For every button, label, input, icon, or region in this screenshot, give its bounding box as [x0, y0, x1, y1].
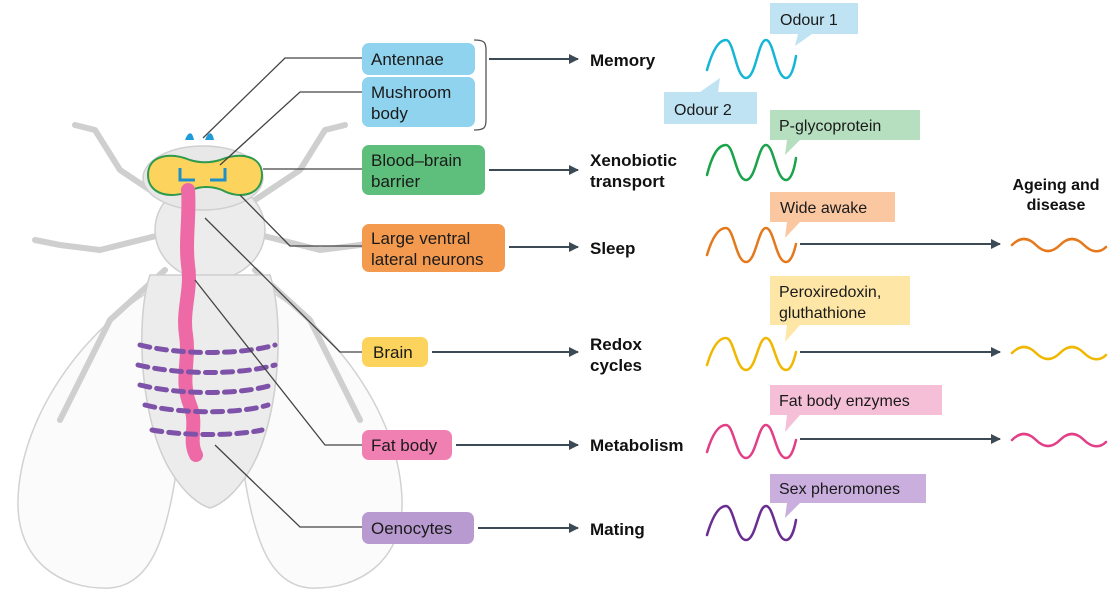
ageing-arrows — [800, 239, 1001, 444]
odour-1-text: Odour 1 — [780, 12, 838, 29]
function-mating: Mating — [590, 520, 645, 539]
tissue-antennae: Antennae — [362, 43, 475, 75]
metabolism-aged-wave — [1010, 432, 1108, 448]
callout-wide-awake: Wide awake — [770, 192, 895, 238]
tissue-large-ventral-lateral-neurons: Large ventral lateral neurons — [362, 224, 505, 272]
callout-sex-pheromones: Sex pheromones — [770, 474, 926, 518]
callout-odour-1: Odour 1 — [770, 3, 858, 46]
rhythm-waves — [705, 38, 1108, 542]
tissue-fat-body: Fat body — [362, 430, 452, 460]
fat-body-box — [362, 430, 452, 460]
redox-aged-wave — [1010, 345, 1108, 361]
fat-body-label: Fat body — [371, 436, 438, 455]
left-wing — [17, 283, 176, 589]
metabolism-wave — [705, 423, 798, 460]
peroxiredoxin-text-line1: Peroxiredoxin, — [779, 284, 881, 301]
tissue-brain: Brain — [362, 337, 428, 367]
lvn-label-line1: Large ventral — [371, 229, 470, 248]
function-redox-line2: cycles — [590, 356, 642, 375]
lvn-label-line2: lateral neurons — [371, 250, 483, 269]
bbb-label-line1: Blood–brain — [371, 151, 462, 170]
peroxiredoxin-text-line2: gluthathione — [779, 305, 866, 322]
callout-p-glycoprotein: P-glycoprotein — [770, 110, 920, 155]
mushroom-body — [178, 168, 227, 182]
leader-lines — [194, 57, 365, 528]
function-redox-line1: Redox — [590, 335, 643, 354]
wide-awake-text: Wide awake — [780, 200, 867, 217]
antennae-box — [362, 43, 475, 75]
mushroom-label-line1: Mushroom — [371, 83, 451, 102]
memory-wave — [705, 38, 798, 80]
oenocyte-dots — [135, 342, 278, 437]
sleep-aged-wave — [1010, 237, 1108, 253]
function-sleep: Sleep — [590, 239, 635, 258]
antennae-label: Antennae — [371, 50, 444, 69]
ageing-header: Ageing and disease — [1012, 177, 1099, 214]
callout-odour-2: Odour 2 — [664, 78, 757, 124]
gut — [178, 183, 203, 462]
redox-wave — [705, 336, 798, 372]
mushroom-body-box — [362, 77, 475, 127]
oenocytes-label: Oenocytes — [371, 519, 452, 538]
function-xenobiotic-line1: Xenobiotic — [590, 151, 677, 170]
callout-peroxiredoxin: Peroxiredoxin, gluthathione — [770, 276, 910, 342]
antenna-right — [205, 133, 214, 140]
brain-box — [362, 337, 428, 367]
fly-illustration — [17, 122, 403, 589]
oenocytes-box — [362, 512, 474, 544]
sleep-wave — [705, 226, 798, 264]
tissue-to-function-arrows — [432, 54, 579, 533]
bbb-box — [362, 145, 485, 195]
tissue-blood-brain-barrier: Blood–brain barrier — [362, 145, 485, 195]
bbb-label-line2: barrier — [371, 172, 420, 191]
function-memory: Memory — [590, 51, 656, 70]
xenobiotic-wave — [705, 143, 798, 182]
brain-label: Brain — [373, 343, 413, 362]
function-xenobiotic-line2: transport — [590, 172, 665, 191]
lvn-box — [362, 224, 505, 272]
bracket — [473, 39, 487, 131]
function-labels: Memory Xenobiotic transport Sleep Redox … — [590, 51, 684, 539]
callouts: Odour 1 Odour 2 P-glycoprotein Wide awak… — [664, 3, 942, 518]
odour-2-text: Odour 2 — [674, 102, 732, 119]
tissue-labels: Antennae Mushroom body Blood–brain barri… — [362, 43, 505, 544]
mating-wave — [705, 504, 798, 542]
tissue-mushroom-body: Mushroom body — [362, 77, 475, 127]
fat-body-enzymes-text: Fat body enzymes — [779, 393, 910, 410]
tissue-oenocytes: Oenocytes — [362, 512, 474, 544]
sex-pheromones-text: Sex pheromones — [779, 481, 900, 498]
ageing-header-line2: disease — [1027, 197, 1086, 214]
ageing-header-line1: Ageing and — [1012, 177, 1099, 194]
antenna-left — [185, 133, 194, 140]
function-metabolism: Metabolism — [590, 436, 684, 455]
callout-fat-body-enzymes: Fat body enzymes — [770, 385, 942, 432]
mushroom-label-line2: body — [371, 104, 408, 123]
p-glycoprotein-text: P-glycoprotein — [779, 118, 881, 135]
